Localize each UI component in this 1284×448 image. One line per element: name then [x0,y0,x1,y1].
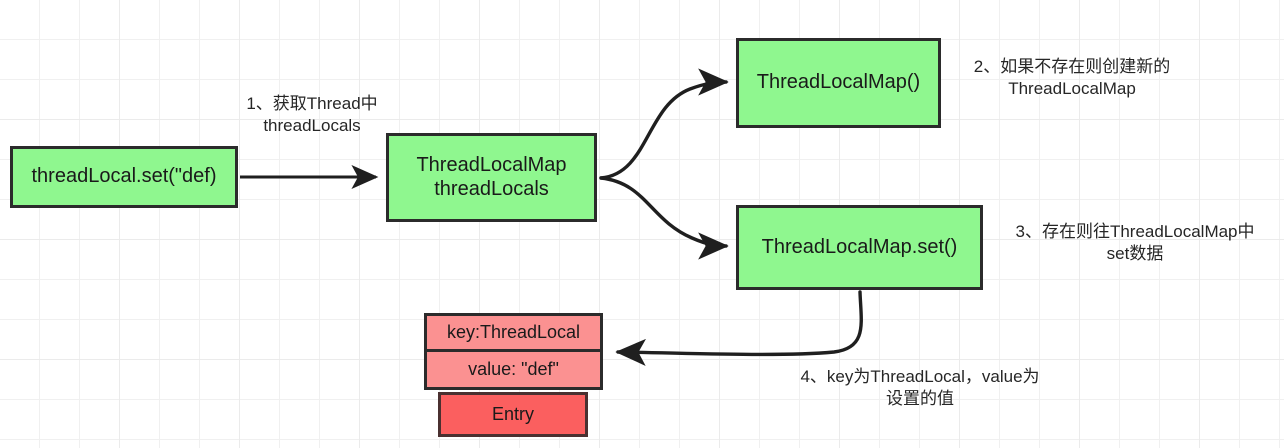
node-threadlocal-set[interactable]: threadLocal.set("def) [10,146,238,208]
entry-value-row[interactable]: value: "def" [424,352,603,390]
annotation-step-4: 4、key为ThreadLocal，value为 设置的值 [800,367,1040,408]
annotation-step-3: 3、存在则往ThreadLocalMap中 set数据 [1015,222,1255,263]
node-threadlocalmap-constructor[interactable]: ThreadLocalMap() [736,38,941,128]
edge-threadlocals-to-set [599,176,729,260]
node-threadlocalmap-set[interactable]: ThreadLocalMap.set() [736,205,983,290]
edge-threadlocals-to-ctor [599,68,729,180]
node-threadlocal-set-label: threadLocal.set("def) [31,165,217,188]
edge-set-to-entry [615,290,863,366]
entry-key-row[interactable]: key:ThreadLocal [424,313,603,352]
node-threadlocalmap-constructor-label: ThreadLocalMap() [756,71,921,94]
node-threadlocals[interactable]: ThreadLocalMap threadLocals [386,133,597,222]
entry-box-label: Entry [491,404,534,424]
annotation-step-1: 1、获取Thread中 threadLocals [246,94,378,135]
node-threadlocalmap-set-label: ThreadLocalMap.set() [761,235,958,258]
entry-key-label: key:ThreadLocal [446,322,581,342]
node-threadlocals-label: ThreadLocalMap threadLocals [416,153,567,200]
entry-box[interactable]: Entry [438,392,588,437]
annotation-step-2: 2、如果不存在则创建新的 ThreadLocalMap [973,57,1171,98]
entry-value-label: value: "def" [468,359,559,379]
